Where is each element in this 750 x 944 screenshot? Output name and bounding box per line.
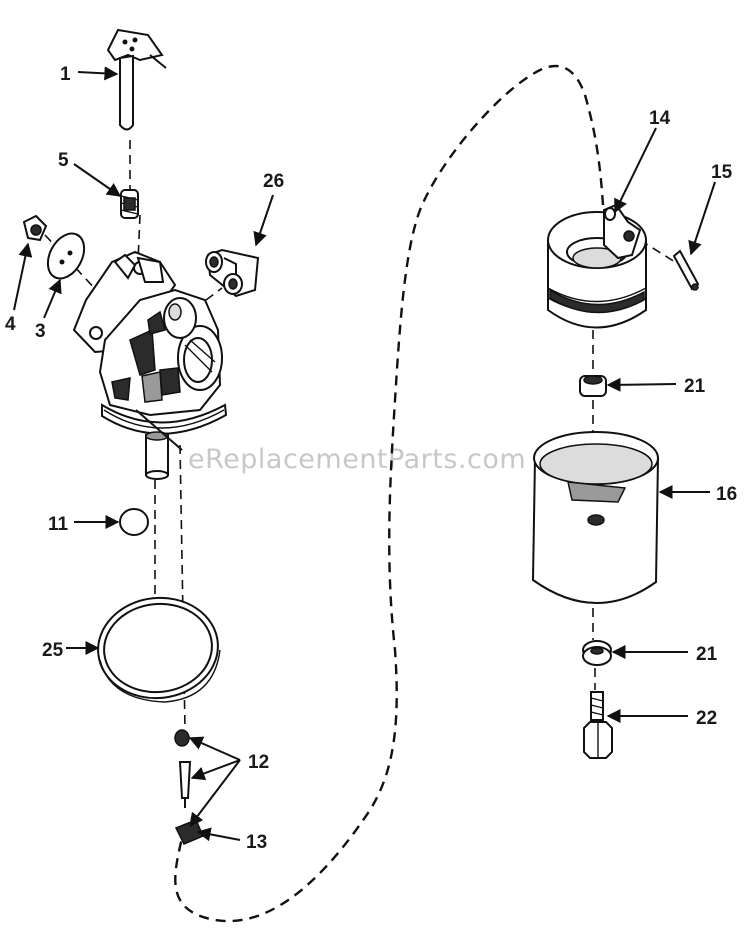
callout-14: 14 [649,108,671,129]
assembly-connector-dashed-line [174,64,605,923]
part-22-bowl-nut [583,691,613,759]
left-centerline-lower [137,214,141,263]
callout-16: 16 [716,484,737,505]
callout-4: 4 [5,314,16,335]
carburetor-body [72,250,228,480]
callout-26: 26 [263,171,284,192]
part-16-float-bowl [531,431,660,604]
part-3-plate [46,232,86,280]
part-12-needle-seat [174,729,192,808]
callout-13: 13 [246,832,267,853]
callout-21-lower: 21 [696,644,718,665]
callout-15: 15 [711,162,733,183]
callout-12: 12 [248,752,269,773]
left-centerline-screw [179,444,186,731]
callout-22: 22 [696,708,717,729]
part-21-lower-washer [582,640,612,666]
part-15-pin [672,249,700,291]
part-5-spring [120,189,139,219]
part-11-plug [119,508,149,536]
callout-25: 25 [42,640,64,661]
callout-11: 11 [48,514,69,535]
centerline-26 [205,287,223,301]
part-21-upper-washer [579,375,607,397]
callout-3: 3 [35,321,46,342]
part-1-throttle-shaft [106,28,167,131]
watermark-text: eReplacementParts.com [188,444,526,475]
part-25-gasket [97,596,221,703]
callout-1: 1 [60,64,71,85]
callout-21-upper: 21 [684,376,706,397]
part-4-screw [22,214,48,242]
part-14-float-housing [547,203,647,329]
part-26-fuel-fitting [205,248,260,298]
callout-5: 5 [58,150,69,171]
leader-lines [13,66,716,842]
